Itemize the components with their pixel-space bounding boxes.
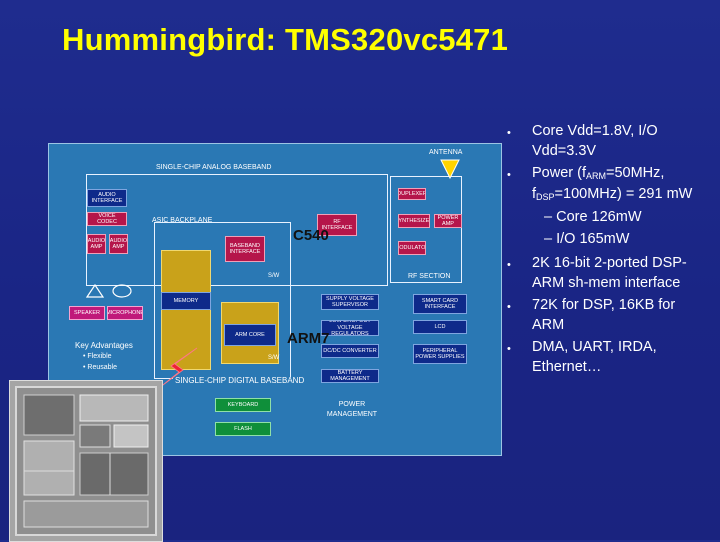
bullet-2-line-1: Power (fARM=50MHz,	[532, 165, 665, 181]
low-dropout-box: LOW DROPOUT VOLTAGE REGULATORS	[321, 320, 379, 336]
bullet-marker: •	[507, 169, 511, 181]
sub-bullet-io: – I/O 165mW	[544, 231, 630, 247]
arm-core-box: ARM CORE	[224, 324, 276, 346]
peripheral-power-box: PERIPHERAL POWER SUPPLIES	[413, 344, 467, 364]
synthesizer-box: SYNTHESIZER	[398, 214, 430, 228]
bullet-3-line-2: ARM sh-mem interface	[532, 275, 681, 291]
keyboard-box: KEYBOARD	[215, 398, 271, 412]
asic-backplane-label: ASIC BACKPLANE	[152, 217, 213, 224]
bullet-4-line-1: 72K for DSP, 16KB for	[532, 297, 676, 313]
slide-title: Hummingbird: TMS320vc5471	[62, 22, 509, 57]
audio-interface-box: AUDIO INTERFACE	[87, 189, 127, 207]
key-advantages-title: Key Advantages	[75, 341, 133, 350]
sw-label-2: S/W	[268, 355, 280, 361]
arm7-label: ARM7	[287, 330, 330, 347]
speaker-icon	[85, 283, 105, 298]
lcd-box: LCD	[413, 320, 467, 334]
dsp-core-block	[161, 250, 211, 370]
analog-baseband-region	[86, 174, 388, 286]
memory-box: MEMORY	[161, 292, 211, 310]
antenna-icon	[440, 159, 460, 180]
sub-bullet-core: – Core 126mW	[544, 209, 642, 225]
c540-label: C540	[293, 227, 329, 244]
bullet-marker: •	[507, 127, 511, 139]
microphone-box: MICROPHONE	[107, 306, 143, 320]
bullet-marker: •	[507, 301, 511, 313]
bullet-1-line-1: Core Vdd=1.8V, I/O	[532, 123, 658, 139]
bullet-marker: •	[507, 259, 511, 271]
chip-die-photo	[9, 380, 163, 542]
baseband-interface-box: BASEBAND INTERFACE	[225, 236, 265, 262]
antenna-label: ANTENNA	[429, 149, 463, 156]
chip-die-image	[10, 381, 162, 541]
arrow-icon	[158, 347, 198, 389]
flash-box: FLASH	[215, 422, 271, 436]
key-advantage-flexible: • Flexible	[83, 353, 112, 360]
digital-baseband-label: SINGLE-CHIP DIGITAL BASEBAND	[173, 376, 307, 385]
bullet-marker: •	[507, 343, 511, 355]
sw-label-1: S/W	[268, 273, 280, 279]
power-amp-box: POWER AMP	[434, 214, 462, 228]
rf-section-label: RF SECTION	[406, 273, 453, 281]
dc-converter-box: DC/DC CONVERTER	[321, 344, 379, 358]
rf-interface-box: RF INTERFACE	[317, 214, 357, 236]
bullet-3-line-1: 2K 16-bit 2-ported DSP-	[532, 255, 687, 271]
bullet-4-line-2: ARM	[532, 317, 565, 333]
microphone-icon	[112, 284, 132, 298]
audio-amp-2-box: AUDIO AMP	[109, 234, 128, 254]
bullet-5-line-1: DMA, UART, IRDA,	[532, 339, 657, 355]
audio-amp-1-box: AUDIO AMP	[87, 234, 106, 254]
power-management-label: POWER MANAGEMENT	[326, 401, 378, 418]
key-advantage-reusable: • Reusable	[83, 364, 117, 371]
bullet-2-line-2: fDSP=100MHz) = 291 mW	[532, 186, 693, 202]
voice-codec-box: VOICE CODEC	[87, 212, 127, 226]
modulator-box: MODULATOR	[398, 241, 426, 255]
duplexer-box: DUPLEXER	[398, 188, 426, 200]
supply-voltage-box: SUPPLY VOLTAGE SUPERVISOR	[321, 294, 379, 310]
analog-baseband-label: SINGLE-CHIP ANALOG BASEBAND	[153, 164, 275, 172]
bullet-1-line-2: Vdd=3.3V	[532, 143, 597, 159]
battery-management-box: BATTERY MANAGEMENT	[321, 369, 379, 383]
rf-section-region	[390, 176, 462, 283]
smart-card-box: SMART CARD INTERFACE	[413, 294, 467, 314]
bullet-5-line-2: Ethernet…	[532, 359, 602, 375]
speaker-box: SPEAKER	[69, 306, 105, 320]
